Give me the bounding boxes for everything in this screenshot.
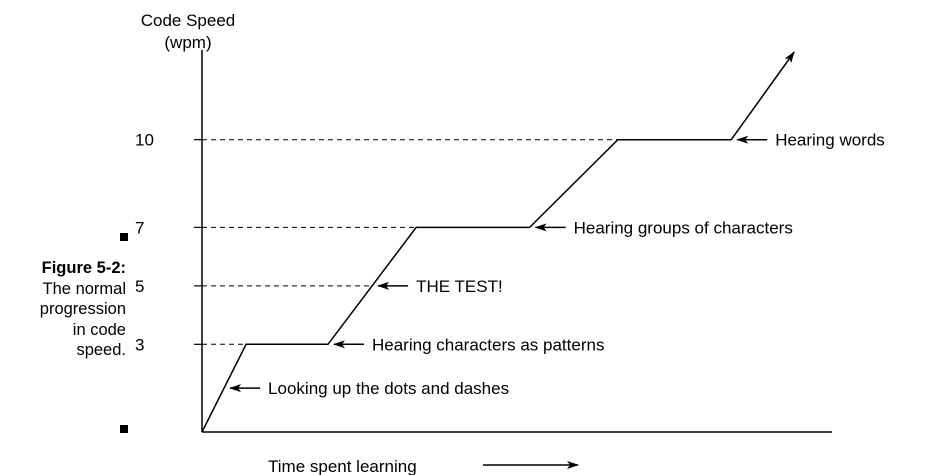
annotation-label: Hearing characters as patterns [372, 335, 604, 354]
y-axis-label-line2: (wpm) [164, 33, 211, 52]
annotation-label: Hearing words [775, 131, 885, 150]
annotation-label: Hearing groups of characters [574, 218, 793, 237]
axes [201, 50, 832, 433]
caption-rule-bottom [120, 425, 128, 433]
series-line [201, 51, 795, 433]
x-axis-label: Time spent learning [268, 457, 417, 475]
annotation-label: THE TEST! [416, 277, 503, 296]
y-tick-label: 5 [135, 277, 144, 296]
figure-caption: Figure 5-2: The normal progression in co… [10, 258, 126, 361]
y-tick-label: 3 [135, 335, 144, 354]
y-ticks: 3 5 7 10 [135, 131, 202, 354]
caption-rule-top [120, 233, 128, 241]
y-axis-label-line1: Code Speed [141, 11, 236, 30]
series [201, 51, 795, 433]
y-tick-label: 10 [135, 131, 154, 150]
guide-lines [202, 139, 618, 345]
y-tick-label: 7 [135, 218, 144, 237]
figure-label: Figure 5-2: [41, 259, 126, 277]
annotations: Looking up the dots and dashes Hearing ch… [229, 131, 885, 398]
annotation-label: Looking up the dots and dashes [268, 379, 509, 398]
figure-caption-text: The normal progression in code speed. [39, 279, 126, 360]
